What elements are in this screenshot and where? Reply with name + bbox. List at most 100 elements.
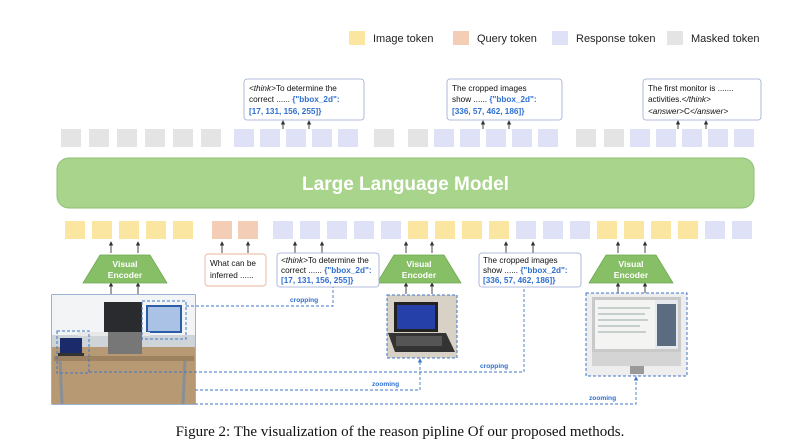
- masked-token: [604, 129, 624, 147]
- response-token: [708, 129, 728, 147]
- image-token: [651, 221, 671, 239]
- response-token: [630, 129, 650, 147]
- response-token: [734, 129, 754, 147]
- response-token: [538, 129, 558, 147]
- svg-text:The cropped images: The cropped images: [452, 84, 527, 93]
- svg-text:inferred ......: inferred ......: [210, 271, 254, 280]
- masked-token: [408, 129, 428, 147]
- image-token: [678, 221, 698, 239]
- response-token: [381, 221, 401, 239]
- svg-text:The cropped images: The cropped images: [483, 256, 558, 265]
- masked-token: [201, 129, 221, 147]
- svg-text:[336, 57, 462, 186]}: [336, 57, 462, 186]}: [483, 276, 556, 285]
- response-token: [543, 221, 563, 239]
- svg-text:[17, 131, 156, 255]}: [17, 131, 156, 255]}: [281, 276, 354, 285]
- laptop-crop-photo: [386, 294, 458, 359]
- svg-text:Visual: Visual: [406, 259, 431, 269]
- masked-token: [576, 129, 596, 147]
- legend-swatch-masked: [667, 31, 683, 45]
- top-arrows: [280, 120, 709, 129]
- image-token: [119, 221, 139, 239]
- legend-label-query: Query token: [477, 33, 537, 45]
- monitor-zoom-photo: [585, 292, 688, 377]
- svg-text:[336, 57, 462, 186]}: [336, 57, 462, 186]}: [452, 107, 525, 116]
- svg-text:activities.</think>: activities.</think>: [648, 95, 711, 104]
- svg-text:<answer>C</answer>: <answer>C</answer>: [648, 107, 728, 116]
- response-token: [705, 221, 725, 239]
- image-token: [462, 221, 482, 239]
- response-token: [286, 129, 306, 147]
- top-output-box-2: The cropped images show ...... {"bbox_2d…: [446, 78, 563, 121]
- visual-encoder-1: Visual Encoder: [82, 254, 168, 284]
- response-token: [338, 129, 358, 147]
- svg-text:Encoder: Encoder: [402, 270, 437, 280]
- svg-text:The first monitor is .......: The first monitor is .......: [648, 84, 734, 93]
- edge-label-zooming-2: zooming: [589, 395, 616, 402]
- masked-token: [145, 129, 165, 147]
- query-box: What can be inferred ......: [204, 253, 267, 287]
- legend-swatch-response: [552, 31, 568, 45]
- image-token: [65, 221, 85, 239]
- image-token: [92, 221, 112, 239]
- response-token: [260, 129, 280, 147]
- image-token: [624, 221, 644, 239]
- bottom-response-box-1: <think>To determine the correct ...... {…: [276, 252, 380, 288]
- image-token: [597, 221, 617, 239]
- edge-label-cropping-1: cropping: [290, 297, 318, 304]
- desk-photo-original: [51, 294, 196, 405]
- visual-encoder-2: Visual Encoder: [376, 254, 462, 284]
- response-token: [486, 129, 506, 147]
- legend-label-response: Response token: [576, 33, 656, 45]
- response-token: [273, 221, 293, 239]
- response-token: [516, 221, 536, 239]
- edge-label-zooming-1: zooming: [372, 381, 399, 388]
- response-token: [434, 129, 454, 147]
- response-token: [300, 221, 320, 239]
- response-token: [460, 129, 480, 147]
- masked-token: [89, 129, 109, 147]
- image-token: [435, 221, 455, 239]
- llm-label: Large Language Model: [302, 174, 509, 195]
- masked-token: [173, 129, 193, 147]
- input-token-row: [65, 221, 752, 239]
- query-token: [238, 221, 258, 239]
- top-output-box-1: <think>To determine the correct ...... {…: [243, 78, 365, 121]
- query-token: [212, 221, 232, 239]
- masked-token: [374, 129, 394, 147]
- bottom-arrows: [108, 241, 648, 294]
- masked-token: [117, 129, 137, 147]
- image-token: [146, 221, 166, 239]
- legend-swatch-image: [349, 31, 365, 45]
- top-output-box-3: The first monitor is ....... activities.…: [642, 78, 762, 121]
- image-token: [173, 221, 193, 239]
- response-token: [570, 221, 590, 239]
- legend: Image token Query token Response token M…: [349, 31, 759, 45]
- response-token: [682, 129, 702, 147]
- pipeline-diagram: Image token Query token Response token M…: [51, 31, 762, 405]
- response-token: [732, 221, 752, 239]
- svg-text:What can be: What can be: [210, 259, 256, 268]
- image-token: [489, 221, 509, 239]
- figure-caption: Figure 2: The visualization of the reaso…: [175, 424, 625, 440]
- svg-text:<think>To determine the: <think>To determine the: [249, 84, 337, 93]
- response-token: [327, 221, 347, 239]
- svg-text:Visual: Visual: [618, 259, 643, 269]
- svg-text:Encoder: Encoder: [614, 270, 649, 280]
- output-token-row: [61, 129, 754, 147]
- svg-text:correct ...... {"bbox_2d":: correct ...... {"bbox_2d":: [249, 95, 340, 104]
- svg-text:show ...... {"bbox_2d":: show ...... {"bbox_2d":: [452, 95, 537, 104]
- svg-text:[17, 131, 156, 255]}: [17, 131, 156, 255]}: [249, 107, 322, 116]
- svg-text:Visual: Visual: [112, 259, 137, 269]
- svg-text:Encoder: Encoder: [108, 270, 143, 280]
- image-token: [408, 221, 428, 239]
- legend-swatch-query: [453, 31, 469, 45]
- response-token: [656, 129, 676, 147]
- response-token: [312, 129, 332, 147]
- svg-text:<think>To determine the: <think>To determine the: [281, 256, 369, 265]
- svg-text:correct ...... {"bbox_2d":: correct ...... {"bbox_2d":: [281, 266, 372, 275]
- visual-encoder-3: Visual Encoder: [588, 254, 674, 284]
- bottom-response-box-2: The cropped images show ...... {"bbox_2d…: [478, 252, 582, 288]
- large-language-model-block: Large Language Model: [56, 157, 755, 209]
- response-token: [234, 129, 254, 147]
